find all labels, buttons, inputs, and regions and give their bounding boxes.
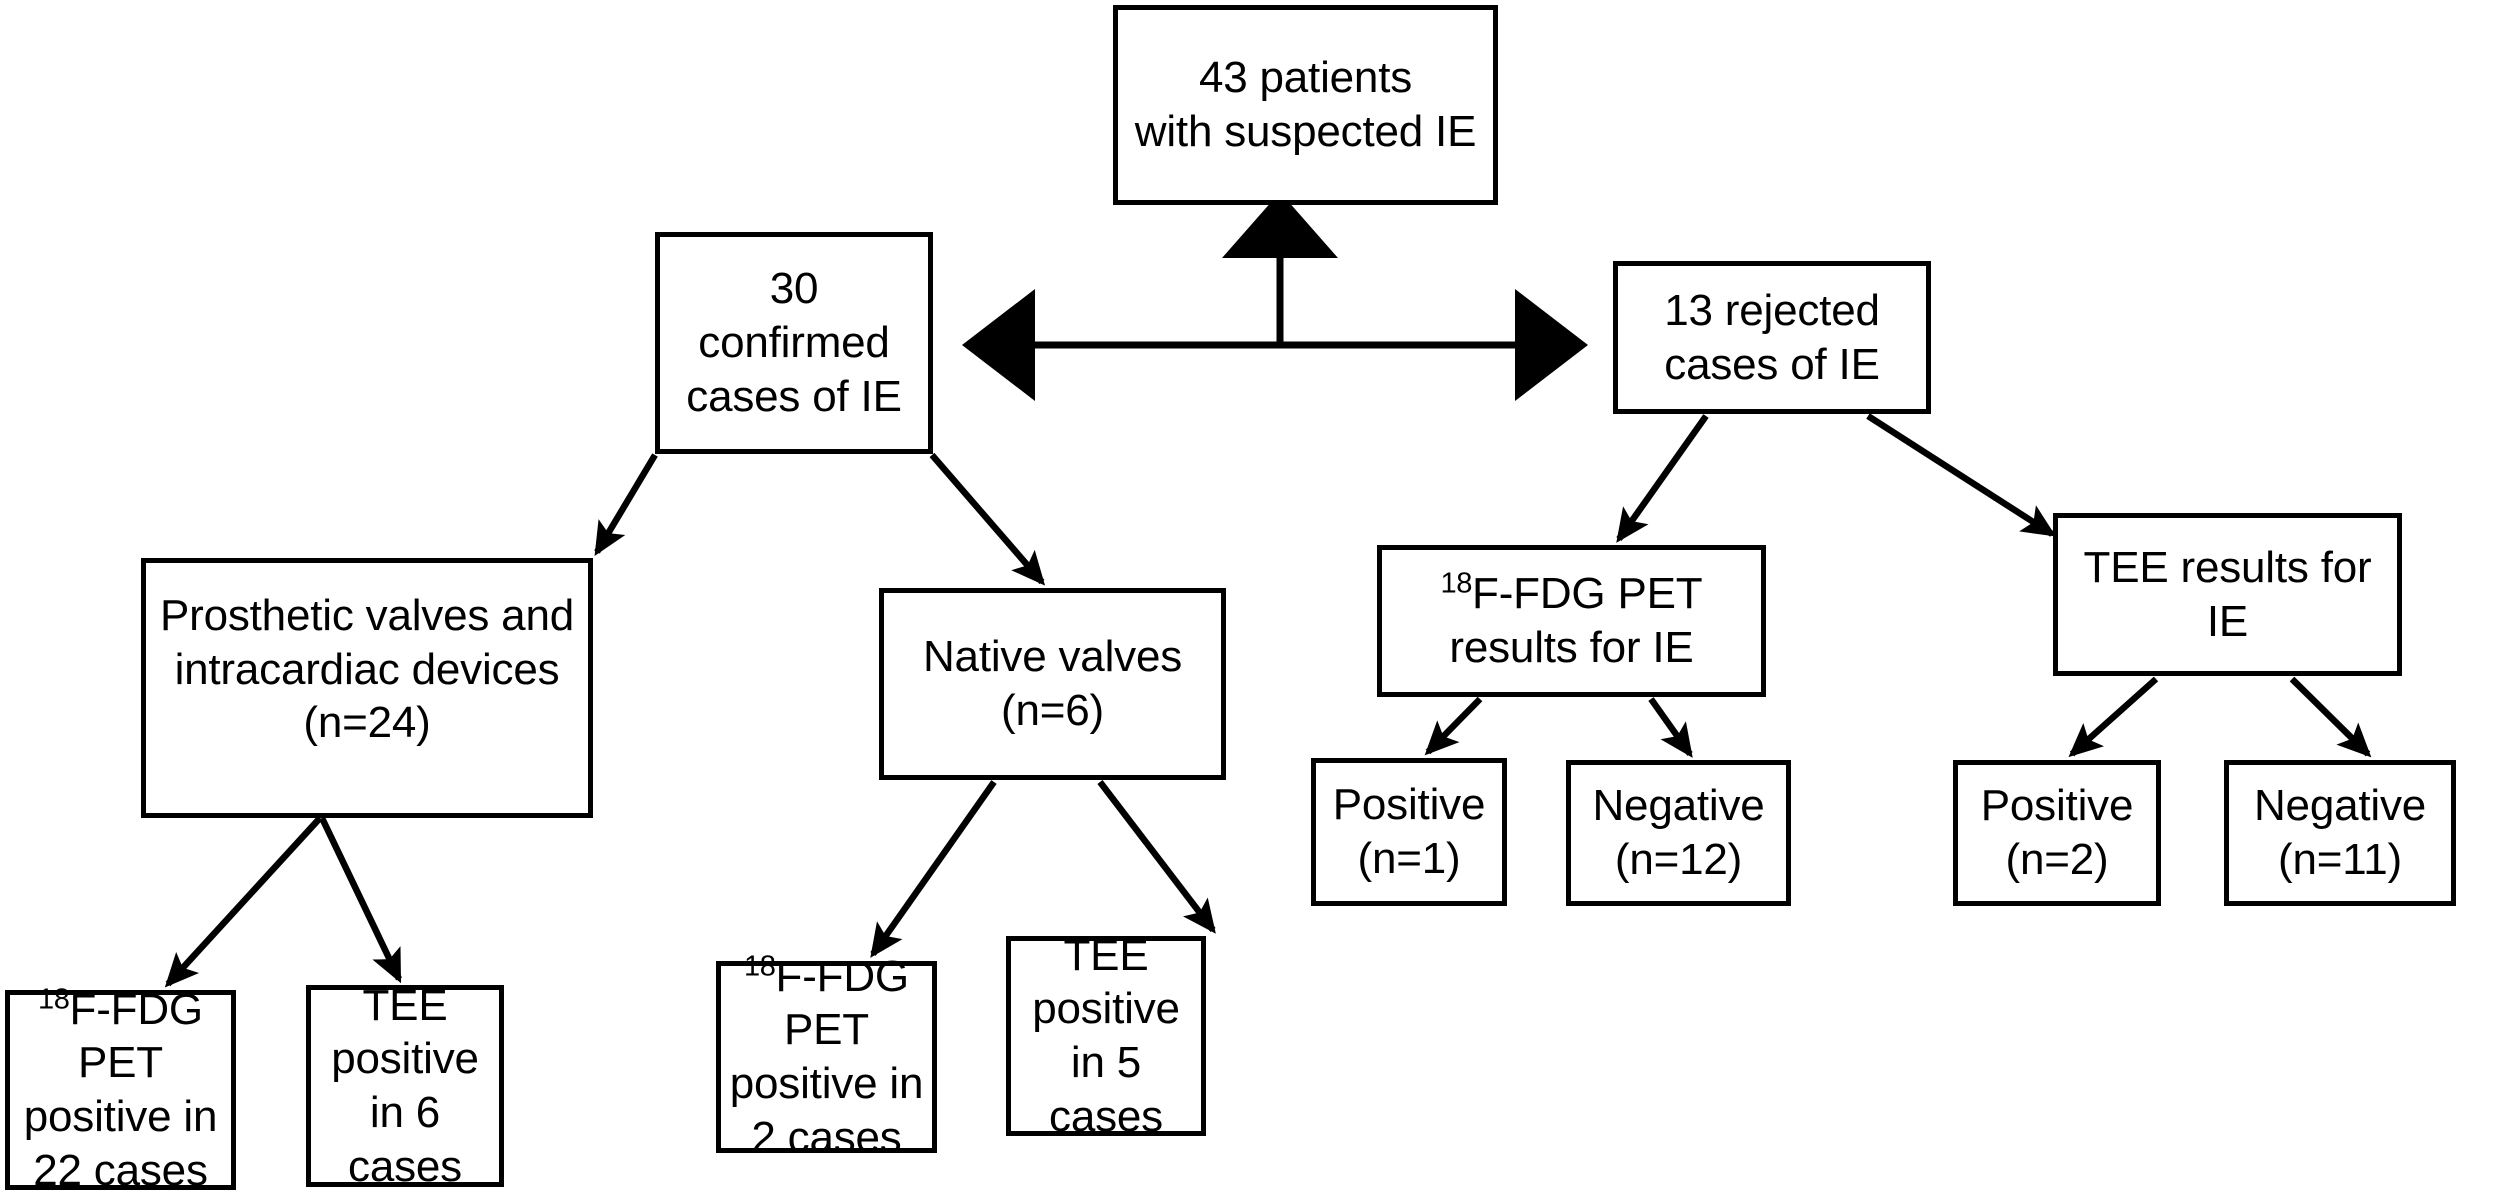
edge-rejected-to-petresults bbox=[1616, 414, 1709, 543]
node-label: Prosthetic valves and intracardiac devic… bbox=[159, 591, 574, 748]
node-label: 30 confirmed cases of IE bbox=[686, 264, 902, 421]
node-label: Negative (n=11) bbox=[2253, 781, 2427, 884]
node-13-rejected-cases[interactable]: 13 rejected cases of IE bbox=[1613, 261, 1931, 414]
node-43-patients-suspected-ie[interactable]: 43 patients with suspected IE bbox=[1113, 5, 1498, 205]
node-label: Positive (n=1) bbox=[1332, 780, 1486, 883]
edge-prosthetic-to-pet22 bbox=[164, 815, 323, 988]
node-label: 43 patients with suspected IE bbox=[1134, 53, 1477, 156]
node-tee-positive-6-cases[interactable]: TEE positive in 6 cases bbox=[306, 981, 504, 1191]
edge-teeresults-to-positive2 bbox=[2068, 676, 2159, 758]
node-tee-results-for-ie[interactable]: TEE results for IE bbox=[2053, 513, 2402, 676]
node-tee-negative-n11[interactable]: Negative (n=11) bbox=[2224, 760, 2456, 906]
node-native-valves[interactable]: Native valves (n=6) bbox=[879, 588, 1226, 780]
node-label: TEE results for IE bbox=[2083, 542, 2372, 646]
node-label: 13 rejected cases of IE bbox=[1664, 285, 1880, 389]
node-label: F-FDG PET results for IE bbox=[1449, 569, 1703, 672]
edge-native-to-tee5 bbox=[1097, 780, 1216, 934]
node-label: Positive (n=2) bbox=[1980, 781, 2134, 884]
edge-native-to-pet2 bbox=[870, 780, 997, 958]
node-prosthetic-valves-devices[interactable]: Prosthetic valves and intracardiac devic… bbox=[141, 558, 593, 818]
edge-teeresults-to-negative11 bbox=[2289, 676, 2372, 758]
node-label: TEE positive in 5 cases bbox=[1032, 930, 1180, 1141]
superscript-18: 18 bbox=[38, 983, 70, 1015]
node-label: TEE positive in 6 cases bbox=[331, 980, 479, 1191]
edge-petresults-to-negative12 bbox=[1648, 697, 1693, 758]
node-label: Native valves (n=6) bbox=[922, 632, 1183, 735]
node-pet-positive-22-cases[interactable]: 18F-FDG PET positive in 22 cases bbox=[5, 984, 236, 1195]
node-pet-positive-n1[interactable]: Positive (n=1) bbox=[1311, 758, 1507, 906]
node-30-confirmed-cases[interactable]: 30 confirmed cases of IE bbox=[655, 232, 933, 454]
edge-prosthetic-to-tee6 bbox=[319, 816, 402, 984]
node-label: F-FDG PET positive in 2 cases bbox=[729, 951, 924, 1162]
node-tee-positive-n2[interactable]: Positive (n=2) bbox=[1953, 760, 2161, 906]
node-tee-positive-5-cases[interactable]: TEE positive in 5 cases bbox=[1006, 931, 1206, 1141]
edge-confirmed-to-native bbox=[929, 452, 1046, 586]
edge-rejected-to-teeresults bbox=[1866, 413, 2056, 537]
node-pet-negative-n12[interactable]: Negative (n=12) bbox=[1566, 760, 1791, 906]
edge-confirmed-to-prosthetic bbox=[594, 453, 658, 557]
edge-split-junction bbox=[962, 192, 1588, 401]
superscript-18: 18 bbox=[744, 950, 776, 982]
node-label: F-FDG PET positive in 22 cases bbox=[23, 984, 218, 1195]
node-pet-results-for-ie[interactable]: 18F-FDG PET results for IE bbox=[1377, 545, 1766, 697]
node-pet-positive-2-cases[interactable]: 18F-FDG PET positive in 2 cases bbox=[716, 951, 937, 1162]
edge-petresults-to-positive1 bbox=[1424, 696, 1483, 756]
node-label: Negative (n=12) bbox=[1592, 781, 1765, 884]
superscript-18: 18 bbox=[1440, 567, 1473, 600]
